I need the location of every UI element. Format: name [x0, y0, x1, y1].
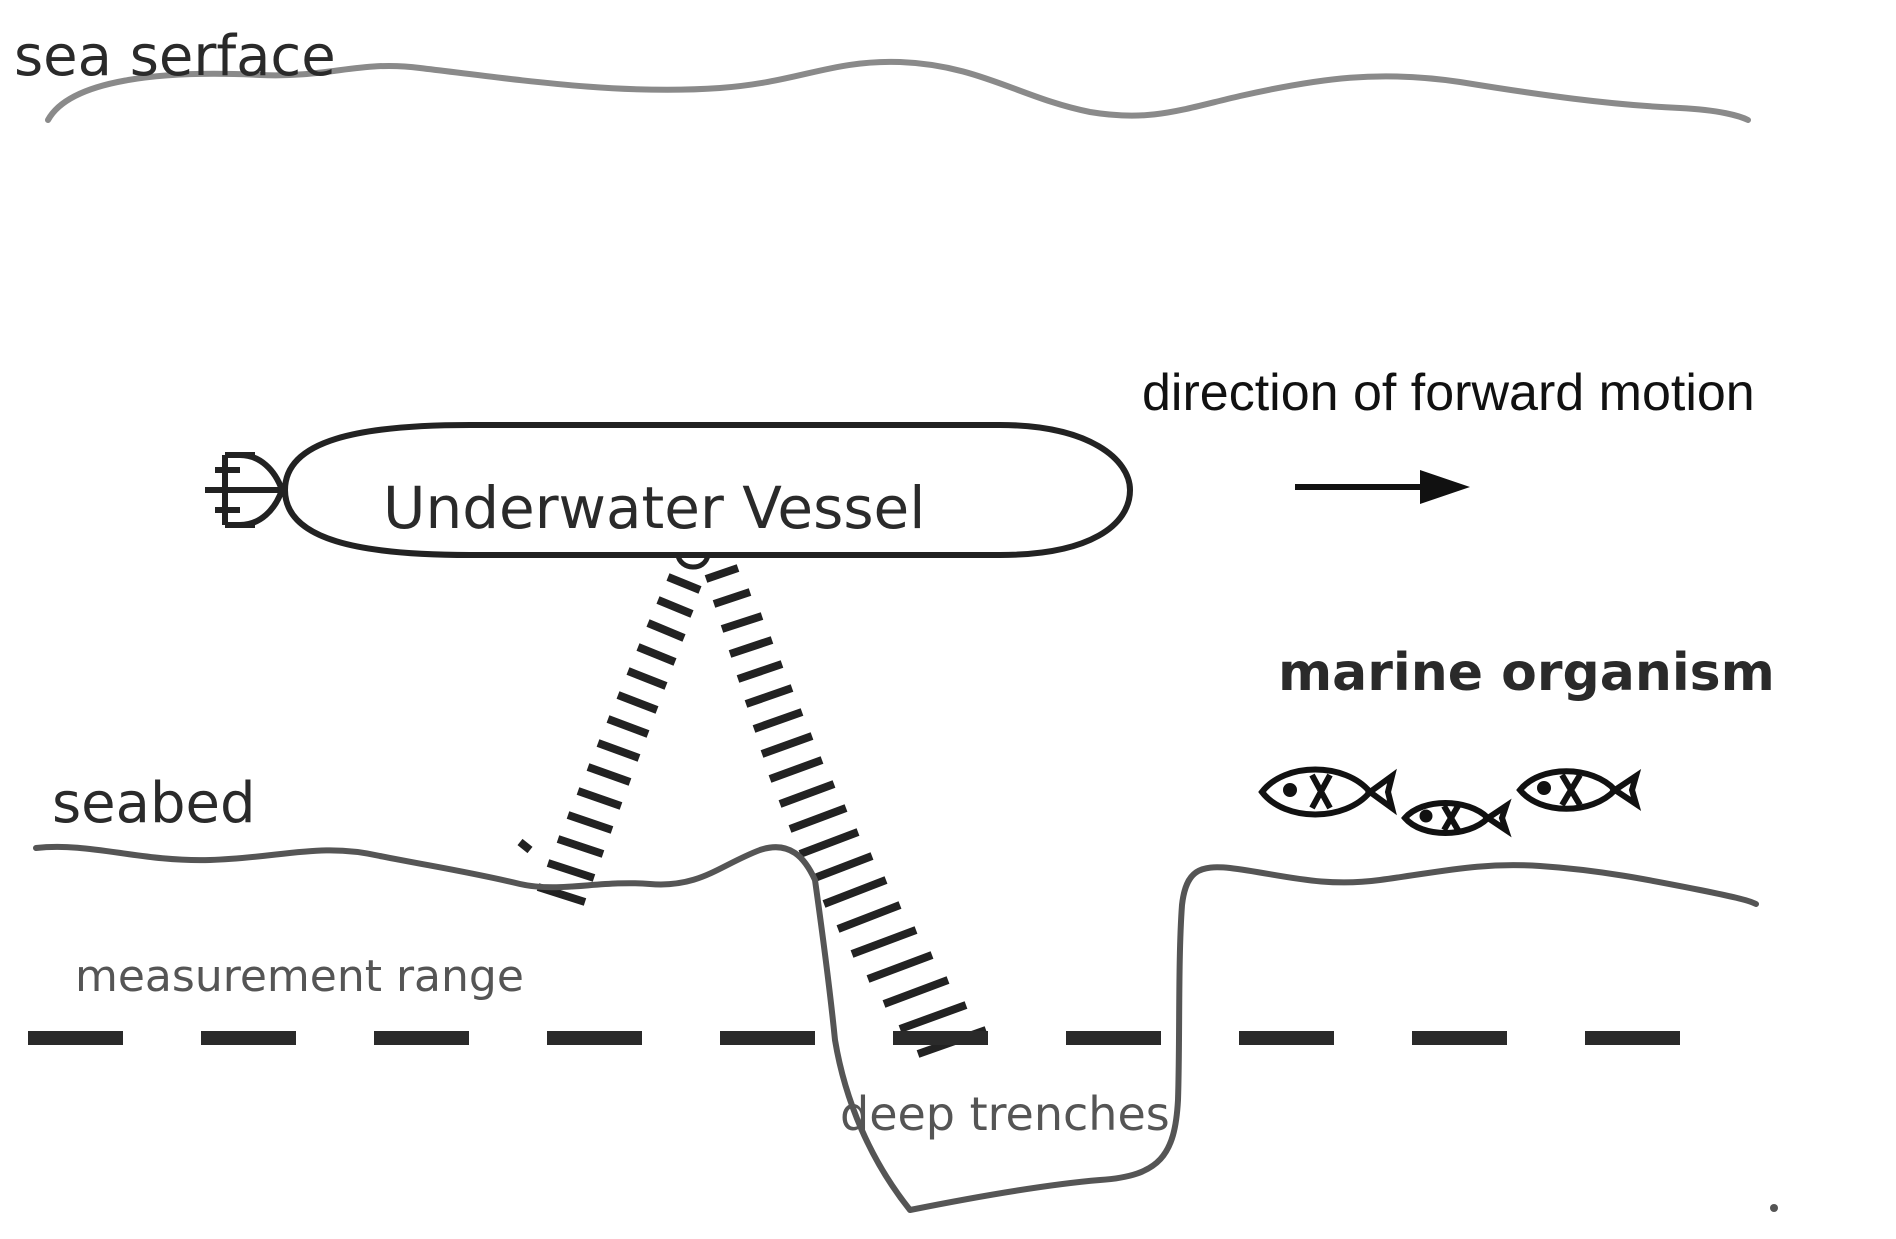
fish-icon [1516, 768, 1642, 812]
sonar-beam-icon [517, 564, 988, 1058]
fish-group [1258, 766, 1642, 838]
fish-icon [1401, 798, 1512, 838]
underwater-vessel: Underwater Vessel [205, 422, 1134, 570]
seabed-line [33, 843, 1759, 1213]
sonar-emitter-icon [675, 554, 711, 570]
deep-trenches-label: deep trenches [840, 1087, 1170, 1141]
fish-icon [1258, 766, 1397, 818]
measurement-range-label: measurement range [75, 951, 524, 1002]
sea-surface-label: sea serface [14, 24, 336, 89]
sea-surface-line [45, 58, 1751, 123]
speck-dot [1770, 1204, 1778, 1212]
marine-organism-label: marine organism [1278, 643, 1775, 703]
direction-label: direction of forward motion [1142, 364, 1755, 422]
propeller-icon [205, 452, 286, 528]
right-arrow-icon [1295, 470, 1470, 504]
seabed-label: seabed [52, 771, 256, 836]
vessel-label: Underwater Vessel [383, 474, 925, 542]
ellipse-hull-icon [281, 422, 1134, 558]
